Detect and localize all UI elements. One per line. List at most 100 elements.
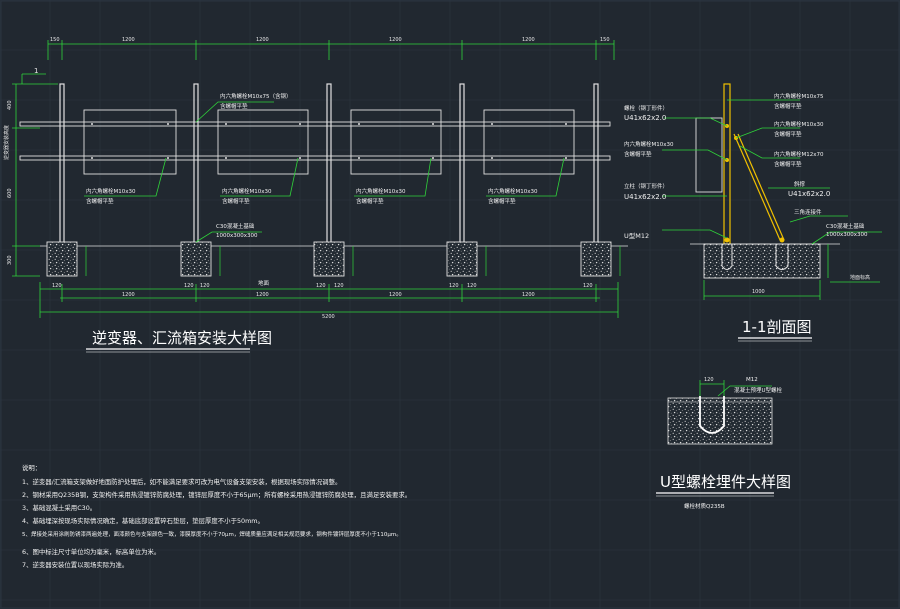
foundation-4 <box>446 241 478 277</box>
post-4 <box>459 83 465 247</box>
base-dim-2: 120 <box>184 283 194 289</box>
section-marker: 1 <box>34 67 38 75</box>
base-dim-6: 120 <box>449 283 459 289</box>
section-label-1: 螺栓（钢丁形件） <box>624 104 668 112</box>
section-label-7: 内六角螺栓M10x30 <box>774 120 824 128</box>
left-dimension-chain <box>12 73 58 277</box>
rails <box>19 121 611 161</box>
section-label-3: 内六角螺栓M10x30 <box>624 140 674 148</box>
section-label-4: 含螺帽平垫 <box>624 150 652 158</box>
left-dim-400: 400 <box>7 100 13 110</box>
top-dim-4: 1200 <box>389 37 402 43</box>
post-2 <box>193 83 199 247</box>
note-5: 5、焊接处采用涂刷防锈漆两遍处理，面漆颜色与支架颜色一致，漆膜厚度不小于70μm… <box>22 530 402 538</box>
section-label-16: C30混凝土基础 <box>826 222 865 230</box>
ubolt-bolt-label: M12 <box>746 377 758 383</box>
note-2: 2、钢材采用Q235B钢，支架构件采用热浸镀锌防腐处理，镀锌层厚度不小于65μm… <box>22 490 411 499</box>
base-dim-8: 120 <box>583 283 593 289</box>
label-bolt-b-sub: 含螺帽平垫 <box>222 197 250 205</box>
base-dim-5: 120 <box>334 283 344 289</box>
foundation-3 <box>313 241 345 277</box>
label-foundation: C30混凝土基础 <box>216 222 255 230</box>
label-bolt-c: 内六角螺栓M10x30 <box>356 187 406 195</box>
ubolt-note: 混凝土预埋U型螺栓 <box>734 386 783 394</box>
section-width-dim: 1000 <box>752 289 765 295</box>
section-label-18: 三角连接件 <box>794 208 822 216</box>
notes: 说明： 1、逆变器/汇流箱支架做好地面防护处理后，如不能满足要求可改为电气设备支… <box>22 463 411 569</box>
ubolt-shape <box>699 396 725 434</box>
ubolt-material: 螺栓材质Q235B <box>684 502 725 510</box>
label-foundation-size: 1000x300x300 <box>216 233 258 239</box>
section-label-2: U41x62x2.0 <box>624 114 666 122</box>
upper-rail <box>19 121 611 127</box>
section-label-17: 1000x300x300 <box>826 232 868 238</box>
section-brace <box>733 133 781 241</box>
post-5 <box>593 83 599 247</box>
foundation-5 <box>580 241 612 277</box>
section-dims <box>703 244 880 300</box>
span-dim-1: 1200 <box>122 292 135 298</box>
span-dim-4: 1200 <box>522 292 535 298</box>
base-dim-7: 120 <box>467 283 477 289</box>
top-dim-3: 1200 <box>256 37 269 43</box>
top-dim-1: 150 <box>50 37 60 43</box>
section-label-8: 含螺帽平垫 <box>774 130 802 138</box>
section-foundation <box>703 243 821 279</box>
ubolt-width-dim: 120 <box>704 377 714 383</box>
main-title: 逆变器、汇流箱安装大样图 <box>92 329 272 347</box>
ubolt-title: U型螺栓埋件大样图 <box>660 473 791 491</box>
label-bolt-d-sub: 含螺帽平垫 <box>488 197 516 205</box>
section-label-14: U41x62x2.0 <box>624 193 666 201</box>
note-4: 4、基础埋深按现场实际情况确定，基础底部设置碎石垫层，垫层厚度不小于50mm。 <box>22 516 264 525</box>
section-structure <box>723 83 785 245</box>
bottom-dimension-chains <box>39 282 619 318</box>
note-1: 1、逆变器/汇流箱支架做好地面防护处理后，如不能满足要求可改为电气设备支架安装，… <box>22 477 341 486</box>
label-bolt-d: 内六角螺栓M10x30 <box>488 187 538 195</box>
notes-heading: 说明： <box>22 463 41 472</box>
post-3 <box>326 83 332 247</box>
section-label-5: 内六角螺栓M10x75 <box>774 92 824 100</box>
span-dim-2: 1200 <box>256 292 269 298</box>
label-bolt-c-sub: 含螺帽平垫 <box>356 197 384 205</box>
section-label-15: U型M12 <box>624 231 649 240</box>
top-dim-2: 1200 <box>122 37 135 43</box>
top-dim-5: 1200 <box>522 37 535 43</box>
left-dim-300: 300 <box>7 255 13 265</box>
ubolt-concrete <box>667 397 773 445</box>
posts <box>59 83 599 247</box>
section-label-10: 含螺帽平垫 <box>774 160 802 168</box>
section-post <box>723 83 731 245</box>
inverter-boxes <box>83 109 575 175</box>
main-leaders <box>84 101 565 243</box>
section-label-9: 内六角螺栓M12x70 <box>774 150 824 158</box>
foundations <box>46 241 612 277</box>
note-7: 7、逆变器安装位置以现场实际为准。 <box>22 560 128 569</box>
span-dim-3: 1200 <box>389 292 402 298</box>
inverter-box-3 <box>350 109 442 175</box>
inverter-box-1 <box>83 109 177 175</box>
section-view: 螺栓（钢丁形件） U41x62x2.0 内六角螺栓M10x30 含螺帽平垫 内六… <box>624 83 882 342</box>
section-title: 1-1剖面图 <box>742 318 812 336</box>
total-dim: 5200 <box>322 314 335 320</box>
base-dim-4: 120 <box>316 283 326 289</box>
label-ground: 地面 <box>258 279 270 287</box>
top-dimension-chain <box>47 40 615 60</box>
section-label-6: 含螺帽平垫 <box>774 102 802 110</box>
post-1 <box>59 83 65 247</box>
left-vertical-label: 逆变器安装高度 <box>3 125 10 160</box>
ubolt-detail: 120 M12 混凝土预埋U型螺栓 U型螺栓埋件大样图 螺栓材质Q235B <box>656 377 791 510</box>
section-leaders <box>662 99 882 245</box>
label-bolt-top-sub: 含螺帽平垫 <box>220 102 248 110</box>
base-dim-3: 120 <box>200 283 210 289</box>
lower-rail <box>19 155 611 161</box>
rail-bolts <box>91 123 567 159</box>
section-label-13: 立柱（钢丁形件） <box>624 182 668 190</box>
foundation-1 <box>46 241 78 277</box>
inverter-box-4 <box>483 109 575 175</box>
label-bolt-b: 内六角螺栓M10x30 <box>222 187 272 195</box>
top-dim-6: 150 <box>600 37 610 43</box>
